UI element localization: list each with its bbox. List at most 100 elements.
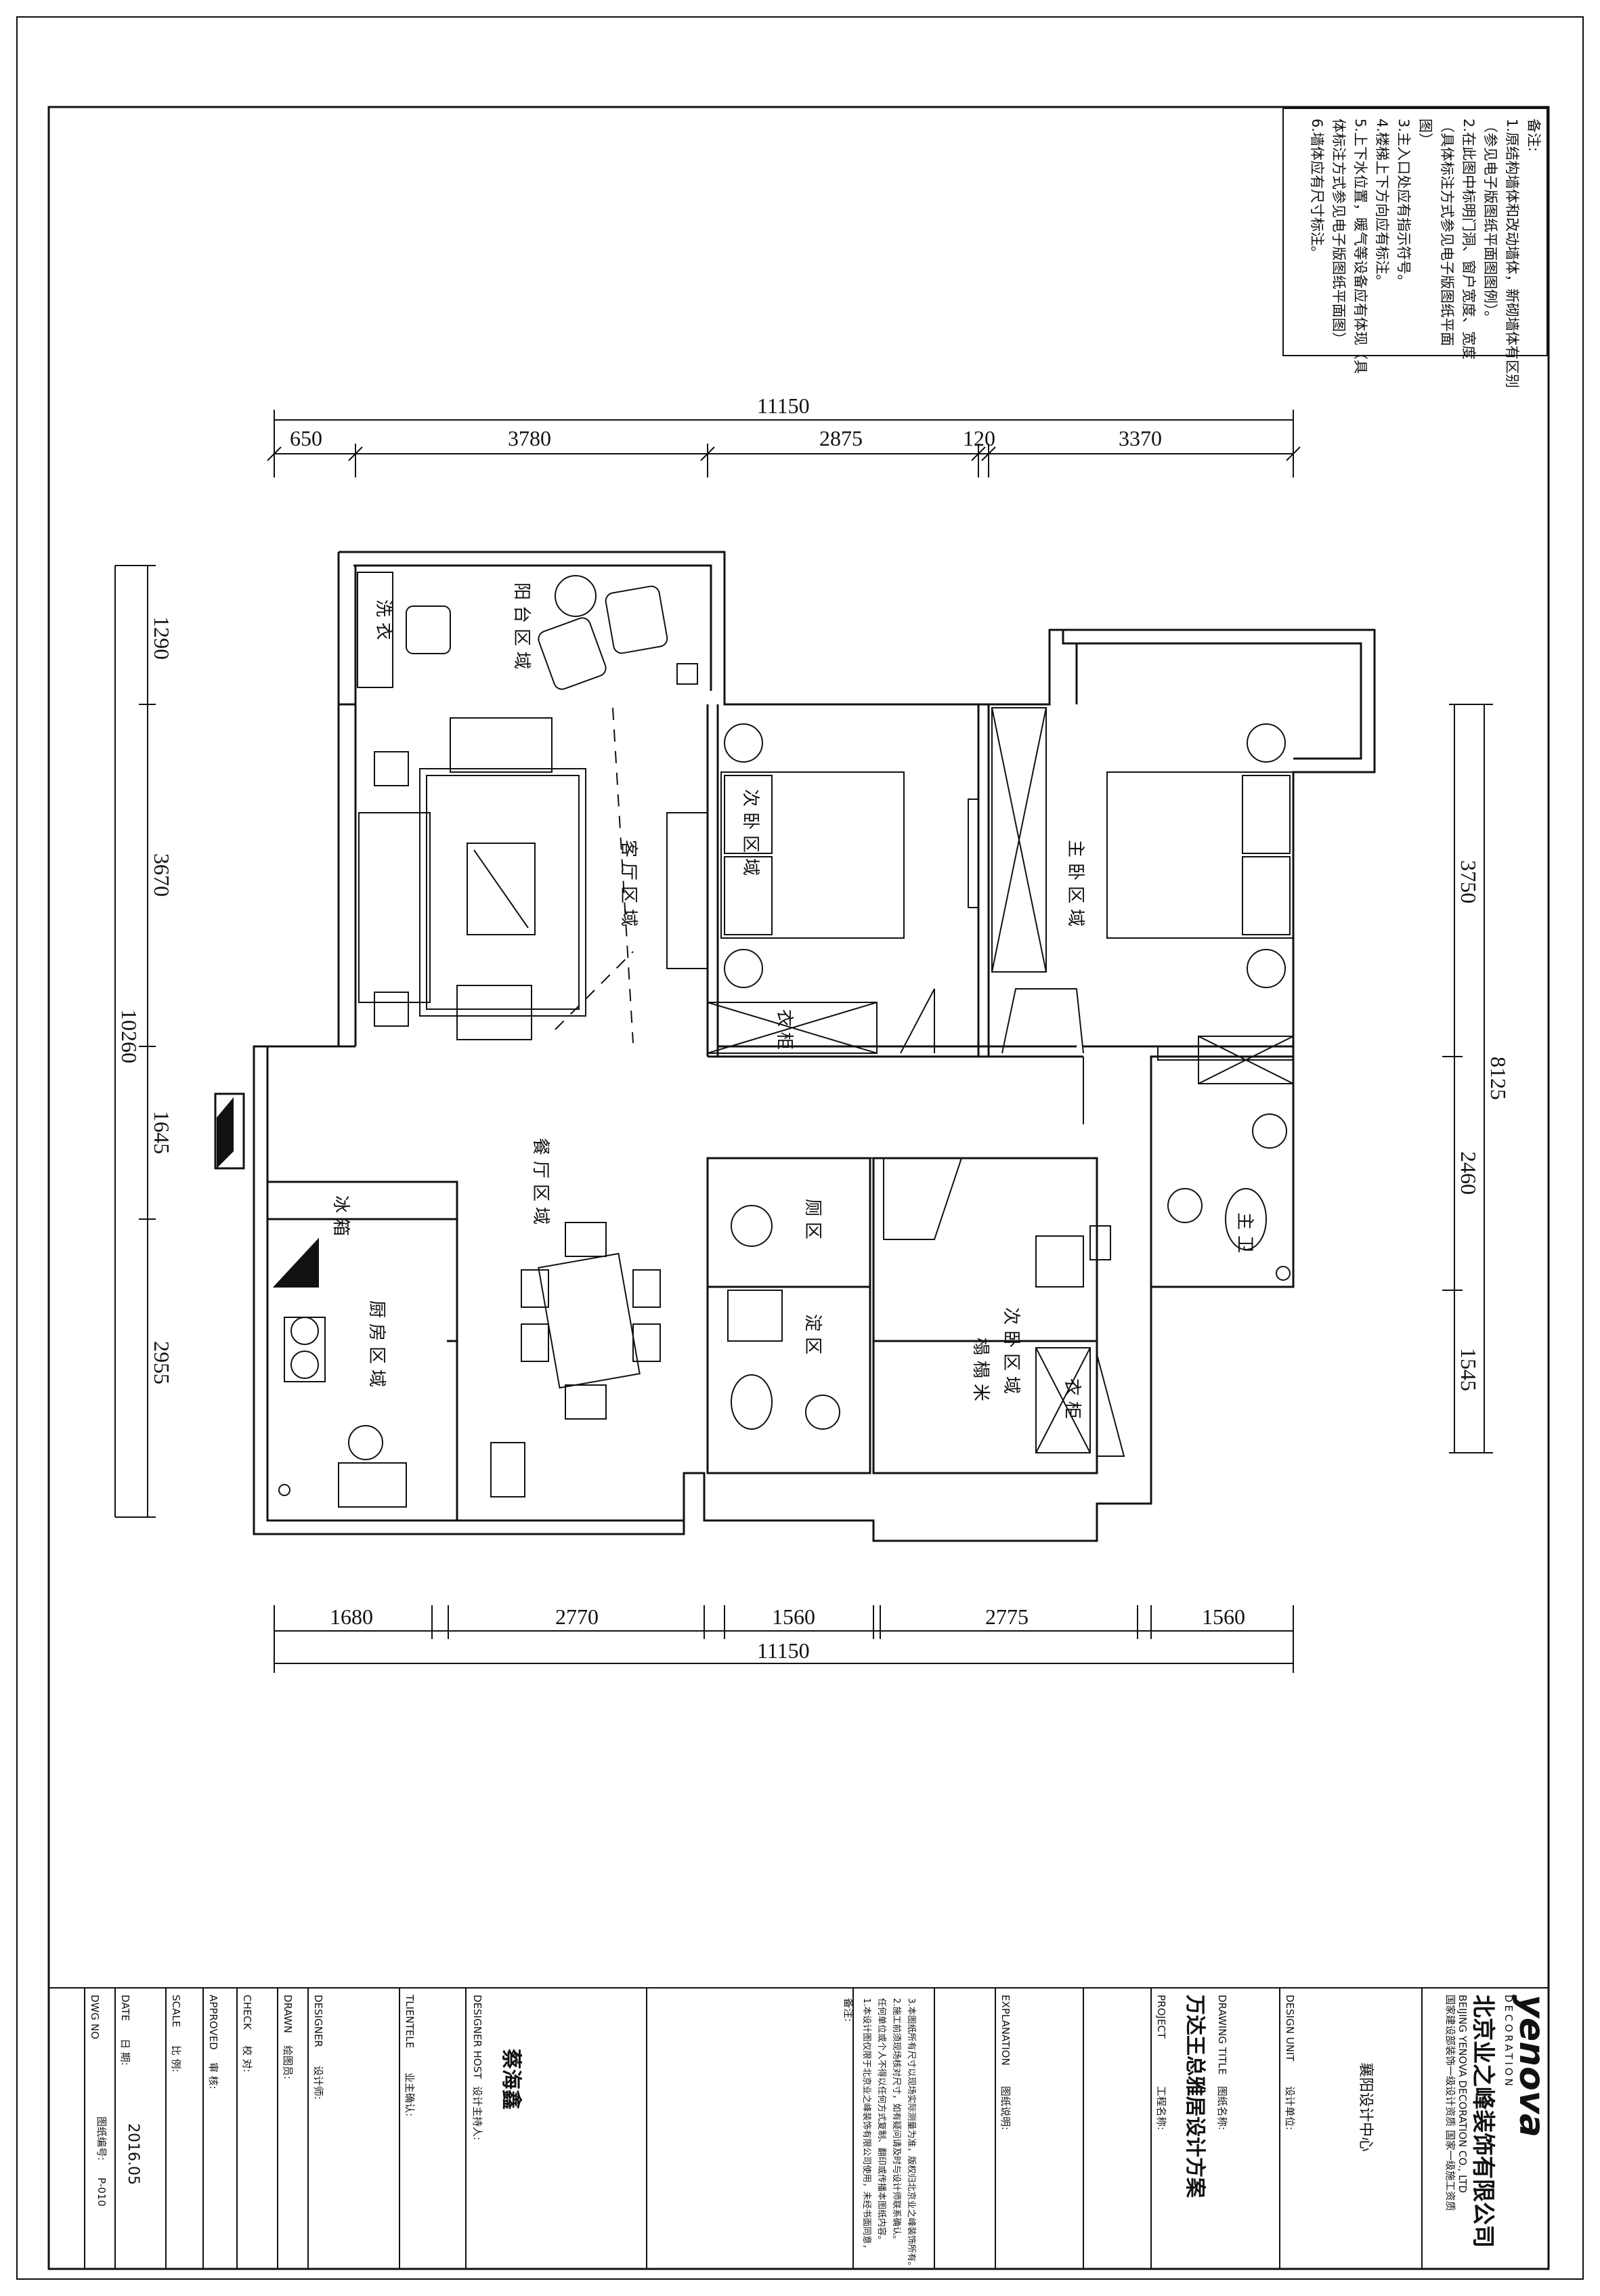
walls (253, 551, 1376, 1542)
note-line: 6.墙体应有尺寸标注。 (1309, 119, 1325, 260)
dim-top-seg: 3370 (1119, 426, 1162, 450)
note-line: 4.楼梯上下方向应有标注。 (1374, 119, 1390, 289)
designer-cn: 设计师: (312, 2066, 324, 2100)
clientele-column: TLIENTELE 业主确认: (404, 1994, 416, 2117)
company-column: yenova DECORATION 北京业之峰装饰有限公司 BEIJING YE… (1444, 1995, 1552, 2248)
note-line: 5.上下水位置，暖气等设备应有体现（具 (1352, 119, 1368, 374)
remarks-line: 任何单位或个人不得以任何方式复制、翻印或传播本图纸内容。 (876, 1998, 887, 2245)
clientele-label: TLIENTELE (404, 1994, 416, 2048)
drawn-column: DRAWN 绘图员: (282, 1995, 294, 2079)
title-block-frame (48, 1987, 1549, 2270)
note-line: 1.原结构墙体和改动墙体，新砌墙体有区别 (1504, 119, 1520, 388)
clientele-cn: 业主确认: (404, 2072, 416, 2117)
scale-label: SCALE (170, 1995, 182, 2027)
room-label-wardrobe: 衣柜 (1062, 1378, 1082, 1424)
room-label-laundry: 洗衣 (373, 599, 393, 645)
drawn-cn: 绘图员: (282, 2045, 294, 2079)
note-line: 3.主入口处应有指示符号。 (1396, 119, 1412, 289)
dim-top-seg: 120 (963, 426, 995, 450)
dim-top-seg: 2875 (819, 426, 863, 450)
remarks-label: 备注: (842, 1998, 855, 2022)
dim-left-seg: 3670 (150, 853, 174, 897)
room-labels: 阳台区域 客厅区域 次卧区域 主卧区域 餐厅区域 厨房区域 厕区 淀区 次卧区域… (330, 582, 1255, 1424)
dim-right-seg: 1545 (1456, 1348, 1481, 1391)
designer-host-label: DESIGNER HOST (471, 1995, 483, 2079)
approved-label: APPROVED (207, 1995, 219, 2050)
designer-label: DESIGNER (312, 1995, 324, 2047)
remarks-line: 2.施工前须现场核对尺寸，如有疑问请及时与设计师联系确认。 (891, 1998, 902, 2244)
dim-bottom-seg: 1560 (772, 1604, 815, 1629)
dim-left-total: 10260 (117, 1009, 142, 1063)
scale-cn: 比 例: (170, 2045, 182, 2072)
entrance-arrow-icon (214, 1092, 245, 1170)
approved-column: APPROVED 审 核: (207, 1995, 219, 2089)
zone-dividers (555, 707, 634, 1044)
dim-right-seg: 3750 (1456, 860, 1481, 903)
study-fixtures (1035, 1046, 1294, 1453)
notes-heading: 备注: (1526, 119, 1542, 152)
dim-left-seg: 1645 (150, 1111, 174, 1154)
dim-bottom-seg: 1680 (330, 1604, 373, 1629)
dwg-column: DWG NO 图纸编号: P-010 (89, 1995, 108, 2207)
dim-right-seg: 2460 (1456, 1151, 1481, 1195)
project-label: PROJECT (1155, 1995, 1167, 2039)
kitchen-fixtures (272, 1237, 525, 1508)
design-unit-label: DESIGN UNIT (1284, 1995, 1296, 2062)
dim-top-total: 11150 (757, 394, 810, 418)
dim-top-seg: 650 (290, 426, 322, 450)
drawn-label: DRAWN (282, 1995, 294, 2033)
company-logo-sub: DECORATION (1502, 1995, 1515, 2089)
designer-host-name: 蔡海鑫 (499, 2049, 523, 2110)
approved-cn: 审 核: (207, 2062, 219, 2089)
room-label-living: 客厅区域 (618, 840, 639, 932)
bath-fixtures (727, 1113, 1291, 1430)
bedroom-furniture (720, 723, 1294, 988)
room-label-toilet: 厕区 (802, 1199, 823, 1245)
design-unit-cn: 设计单位: (1284, 2086, 1296, 2130)
room-label-bath: 淀区 (802, 1314, 823, 1360)
remarks-column: 备注: 1.本设计图仅限于北京业之峰装饰有限公司使用，未经书面同意， 任何单位或… (842, 1998, 917, 2270)
remarks-line: 3.本图纸所有尺寸以现场实际测量为准，版权归北京业之峰装饰所有。 (906, 1998, 917, 2270)
room-label-balcony: 阳台区域 (511, 582, 532, 675)
room-label-second-bedroom: 次卧区域 (740, 789, 760, 881)
room-label-cabinet: 衣柜 (774, 1009, 794, 1055)
dimension-labels: 11150 650 3780 2875 120 3370 1680 2770 1… (117, 394, 1511, 1663)
dwg-label: DWG NO (89, 1995, 101, 2039)
project-cn: 工程名称: (1155, 2086, 1167, 2130)
room-label-study-bedroom: 次卧区域 (1001, 1307, 1021, 1399)
date-column: DATE 日 期: 2016.05 (119, 1995, 142, 2185)
company-en: BEIJING YENOVA DECORATION CO., LTD (1456, 1995, 1469, 2193)
design-unit-value: 襄阳设计中心 (1357, 2062, 1374, 2152)
dim-bottom-seg: 1560 (1202, 1604, 1245, 1629)
project-column: PROJECT 工程名称: DRAWING TITLE 图纸名称: 万达王总雅居… (1155, 1995, 1228, 2198)
dim-left-seg: 1290 (150, 616, 174, 660)
dim-left-seg: 2955 (150, 1341, 174, 1384)
designer-column: DESIGNER 设计师: (312, 1995, 324, 2100)
explanation-cn: 图纸说明: (999, 2086, 1012, 2130)
project-name: 万达王总雅居设计方案 (1183, 1995, 1207, 2198)
notes-panel: 备注: 1.原结构墙体和改动墙体，新砌墙体有区别 （参见电子版图纸平面图图例）。… (1282, 108, 1548, 388)
company-addr: 国家建设部装饰一级设计资质 国家一级施工资质 (1444, 1995, 1456, 2211)
scale-column: SCALE 比 例: (170, 1995, 182, 2072)
room-label-kitchen: 厨房区域 (366, 1300, 387, 1393)
date-cn: 日 期: (119, 2039, 131, 2066)
dwg-cn: 图纸编号: (95, 2117, 108, 2161)
company-logo: yenova (1511, 1995, 1552, 2138)
dining-furniture (521, 1222, 661, 1420)
room-label-fridge: 冰箱 (330, 1195, 351, 1241)
company-name: 北京业之峰装饰有限公司 (1469, 1995, 1496, 2248)
explanation-column: EXPLANATION 图纸说明: (999, 1995, 1012, 2130)
explanation-label: EXPLANATION (999, 1995, 1012, 2066)
dwg-value: P-010 (95, 2177, 108, 2207)
living-furniture (358, 717, 586, 1040)
note-line: 图） (1417, 119, 1433, 147)
note-line: 体标注方式参见电子版图纸平面图） (1331, 119, 1347, 346)
dimension-lines (114, 410, 1493, 1673)
dim-right-total: 8125 (1486, 1057, 1511, 1100)
room-label-master-bath: 主卫 (1234, 1212, 1255, 1258)
design-unit-column: DESIGN UNIT 设计单位: 襄阳设计中心 (1284, 1995, 1374, 2152)
check-cn: 校 对: (241, 2045, 253, 2072)
designer-host-cn: 设计主持人: (471, 2086, 483, 2140)
date-value: 2016.05 (125, 2123, 142, 2185)
